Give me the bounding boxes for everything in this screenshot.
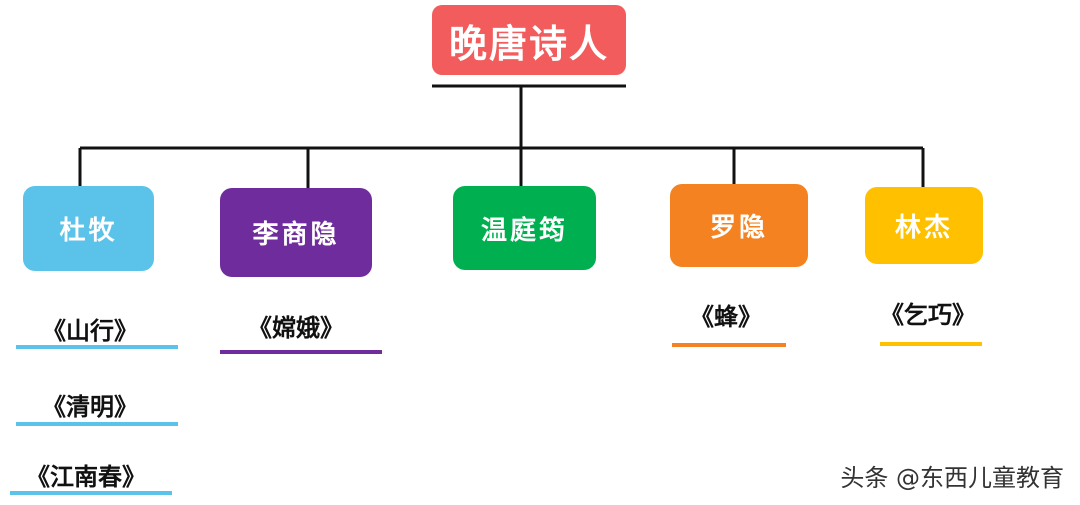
poem-underline-0-0 — [16, 345, 178, 349]
poet-node-dumu: 杜牧 — [23, 186, 154, 271]
poet-node-wentingyun: 温庭筠 — [453, 186, 596, 270]
poet-node-lishangyin: 李商隐 — [220, 188, 372, 277]
poem-title: 《山行》 — [42, 316, 138, 345]
poet-name: 李商隐 — [252, 220, 340, 250]
poem-title: 《江南春》 — [26, 462, 146, 491]
poet-node-linjie: 林杰 — [865, 187, 983, 264]
poem-underline-4-0 — [880, 342, 982, 346]
watermark: 头条 @东西儿童教育 — [840, 464, 1064, 492]
poem-title: 《清明》 — [42, 392, 138, 421]
poet-node-luoyin: 罗隐 — [670, 184, 808, 267]
poet-name: 罗隐 — [709, 213, 768, 243]
poem-underline-0-2 — [10, 491, 172, 495]
poem-underline-0-1 — [16, 422, 178, 426]
poem-title: 《嫦娥》 — [248, 313, 344, 342]
poet-name: 杜牧 — [59, 216, 118, 246]
poet-name: 温庭筠 — [480, 215, 568, 246]
poem-underline-1-0 — [220, 350, 382, 354]
poem-title: 《乞巧》 — [880, 300, 976, 329]
poem-title: 《蜂》 — [690, 302, 762, 331]
poem-underline-3-0 — [672, 343, 786, 347]
root-node: 晚唐诗人 — [432, 5, 626, 75]
poet-name: 林杰 — [894, 213, 953, 243]
root-label: 晚唐诗人 — [448, 20, 609, 66]
